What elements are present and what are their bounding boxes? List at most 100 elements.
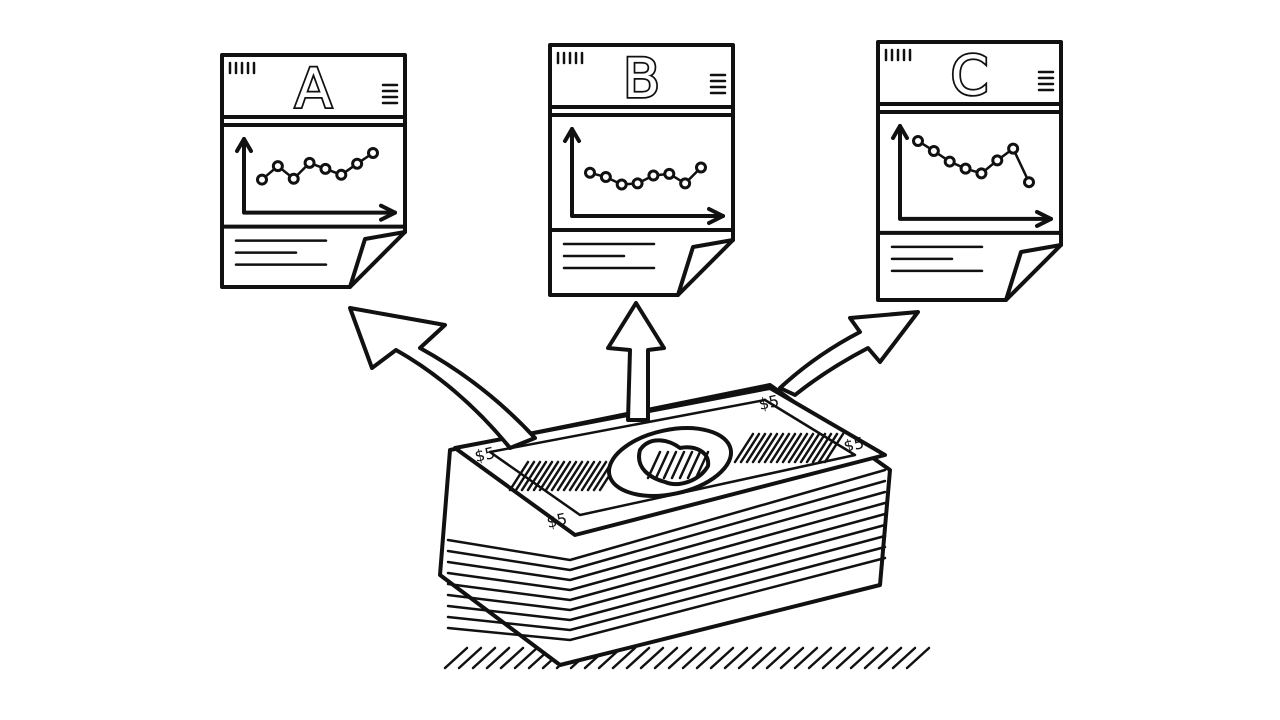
trend-point xyxy=(927,144,940,157)
hatch-line xyxy=(568,460,590,492)
hatch-line xyxy=(625,646,651,670)
axis-arrow xyxy=(891,124,909,140)
hatch-line xyxy=(823,432,845,464)
folded-corner xyxy=(676,238,735,297)
hatch-line xyxy=(799,432,821,464)
chart-axes xyxy=(898,124,1053,221)
axis-arrow xyxy=(379,203,397,222)
arrow-center-icon xyxy=(606,301,666,422)
document-label: A xyxy=(295,57,332,120)
hatch-line xyxy=(678,450,694,480)
trend-point xyxy=(647,169,660,182)
hatch-line xyxy=(769,432,791,464)
hatch-line xyxy=(905,646,931,670)
hatch-line xyxy=(775,432,797,464)
hatch-line xyxy=(653,646,679,670)
hatch-line xyxy=(757,432,779,464)
hatch-line xyxy=(443,646,469,670)
svg-text:$5: $5 xyxy=(842,433,866,456)
hatch-line xyxy=(739,432,761,464)
axis-arrow xyxy=(563,127,581,143)
trend-point xyxy=(631,177,644,190)
svg-text:$5: $5 xyxy=(473,443,497,466)
trend-point xyxy=(912,134,924,147)
chart-document-icon: A xyxy=(220,53,407,289)
hatch-line xyxy=(532,460,554,492)
hatch-line xyxy=(471,646,497,670)
trend-point xyxy=(679,177,692,190)
chart-axes xyxy=(570,127,725,218)
hatch-line xyxy=(508,460,530,492)
hatch-line xyxy=(526,460,548,492)
hatch-line xyxy=(781,432,803,464)
hatch-line xyxy=(556,460,578,492)
hatch-line xyxy=(580,460,602,492)
trend-point xyxy=(303,156,316,169)
trend-point xyxy=(959,162,972,175)
axis-arrow xyxy=(707,207,725,225)
trend-point xyxy=(256,173,268,186)
trend-point xyxy=(319,162,332,175)
svg-text:$5: $5 xyxy=(545,509,569,532)
bill-edge xyxy=(446,490,887,582)
trend-point xyxy=(615,178,628,191)
hatch-line xyxy=(695,646,721,670)
hatch-line xyxy=(654,450,670,480)
hatch-line xyxy=(670,450,686,480)
hatch-line xyxy=(737,646,763,670)
hatch-line xyxy=(793,646,819,670)
hatch-line xyxy=(849,646,875,670)
hatch-line xyxy=(520,460,542,492)
axis-arrow xyxy=(235,137,253,153)
hatch-line xyxy=(751,646,777,670)
arrow-right-icon xyxy=(778,310,920,397)
chart-axes xyxy=(242,137,397,215)
trend-point xyxy=(287,172,300,185)
hatch-line xyxy=(513,646,539,670)
money-stack-icon: $5 $5 $5 $5 xyxy=(438,383,892,667)
trend-point xyxy=(335,168,348,181)
trend-point xyxy=(991,154,1004,167)
document-label: B xyxy=(623,47,660,110)
hatch-line xyxy=(646,450,662,480)
hatch-line xyxy=(457,646,483,670)
hatch-line xyxy=(891,646,917,670)
bill-edge xyxy=(446,556,887,642)
hatch-line xyxy=(787,432,809,464)
hatch-line xyxy=(514,460,536,492)
trend-point xyxy=(975,167,988,180)
hatch-line xyxy=(723,646,749,670)
chart-document-icon: B xyxy=(548,43,735,297)
folded-corner xyxy=(348,230,407,289)
arrow-left-icon xyxy=(348,306,537,450)
hatch-line xyxy=(667,646,693,670)
bill-edge xyxy=(446,523,887,612)
svg-text:$5: $5 xyxy=(757,391,781,414)
hatch-line xyxy=(779,646,805,670)
ground-shadow xyxy=(443,646,931,670)
hatch-line xyxy=(639,646,665,670)
trend-point xyxy=(663,167,676,180)
trend-point xyxy=(271,160,284,173)
hatch-line xyxy=(686,450,702,480)
hatch-line xyxy=(811,432,833,464)
trend-point xyxy=(695,161,707,174)
bill-edge xyxy=(446,512,887,602)
hatch-line xyxy=(574,460,596,492)
hatch-line xyxy=(681,646,707,670)
hatch-line xyxy=(544,460,566,492)
hatch-line xyxy=(586,460,608,492)
hatch-line xyxy=(538,460,560,492)
bill-edge xyxy=(446,501,887,592)
hatch-line xyxy=(550,460,572,492)
axis-arrow xyxy=(1035,209,1053,228)
bill-edge xyxy=(446,479,887,572)
hatch-line xyxy=(751,432,773,464)
bill-edge xyxy=(446,534,887,622)
hatch-line xyxy=(763,432,785,464)
hatch-line xyxy=(817,432,839,464)
hatch-line xyxy=(485,646,511,670)
hatch-line xyxy=(611,646,637,670)
trend-point xyxy=(584,166,596,179)
